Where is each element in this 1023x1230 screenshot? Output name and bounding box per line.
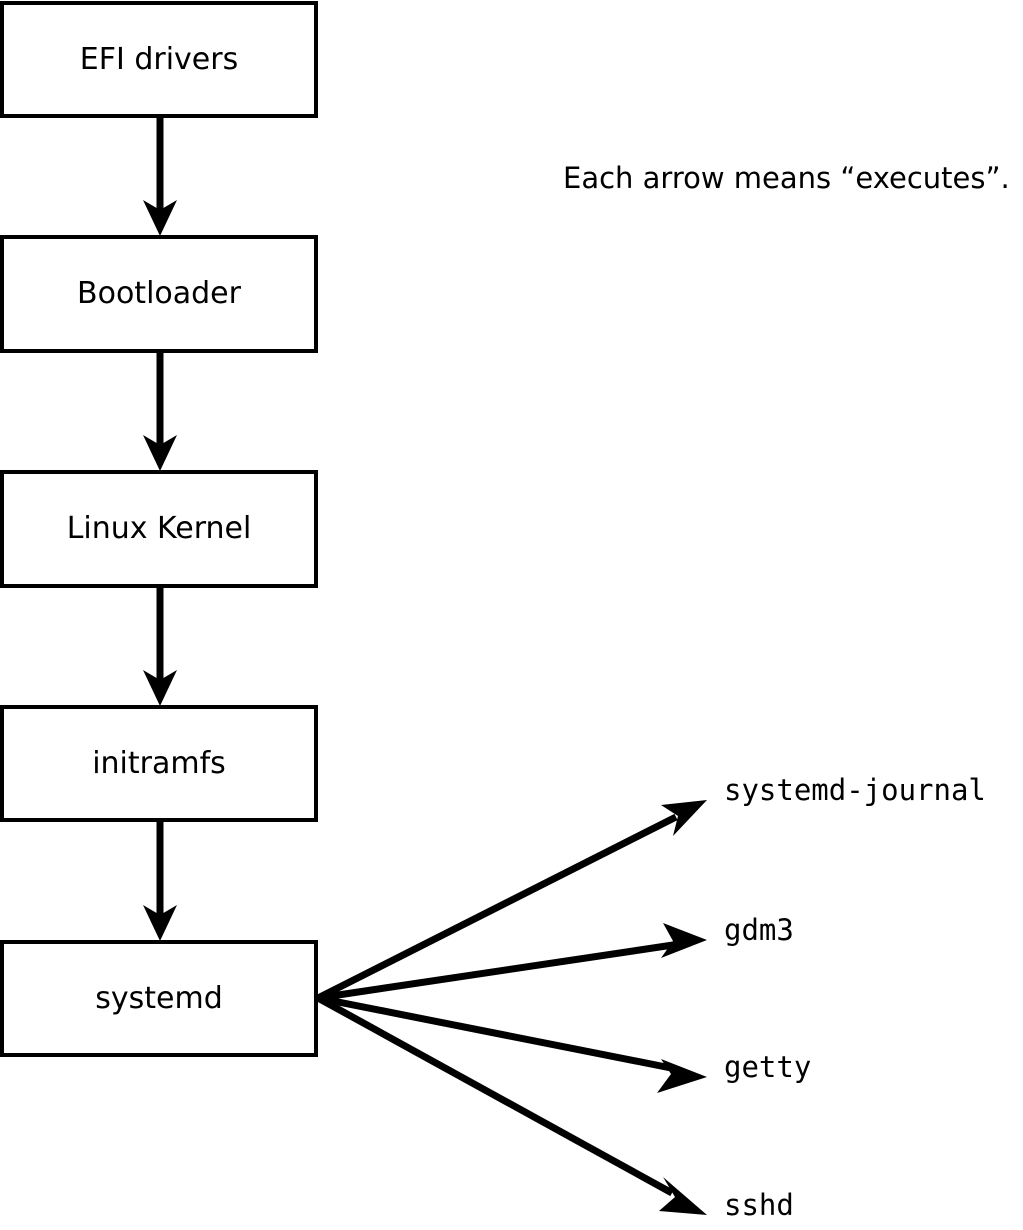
node-systemd[interactable]: systemd	[0, 940, 318, 1057]
leaf-label-getty: getty	[724, 1050, 812, 1084]
chain-arrow-initramfs-to-systemd	[143, 822, 177, 941]
diagram-caption: Each arrow means “executes”.	[563, 161, 1010, 195]
node-label-efi-drivers: EFI drivers	[79, 41, 239, 77]
node-label-bootloader: Bootloader	[77, 276, 241, 311]
fanout-arrow-systemd-journal	[316, 800, 707, 1002]
leaf-label-systemd-journal: systemd-journal	[724, 773, 986, 807]
node-label-linux-kernel: Linux Kernel	[66, 511, 252, 546]
leaf-label-gdm3: gdm3	[724, 913, 794, 947]
chain-arrow-efi-to-bootloader	[143, 118, 177, 236]
fanout-arrow-getty	[317, 994, 707, 1093]
fanout-arrow-sshd	[316, 994, 707, 1215]
node-initramfs[interactable]: initramfs	[0, 705, 318, 822]
node-label-initramfs: initramfs	[92, 745, 226, 781]
node-efi-drivers[interactable]: EFI drivers	[0, 1, 318, 118]
node-label-systemd: systemd	[95, 980, 223, 1016]
node-linux-kernel[interactable]: Linux Kernel	[0, 470, 318, 588]
chain-arrow-kernel-to-initramfs	[143, 588, 177, 706]
fanout-arrow-gdm3	[317, 923, 707, 1002]
leaf-label-sshd: sshd	[724, 1188, 794, 1222]
node-bootloader[interactable]: Bootloader	[0, 235, 318, 353]
chain-arrow-bootloader-to-kernel	[143, 353, 177, 471]
